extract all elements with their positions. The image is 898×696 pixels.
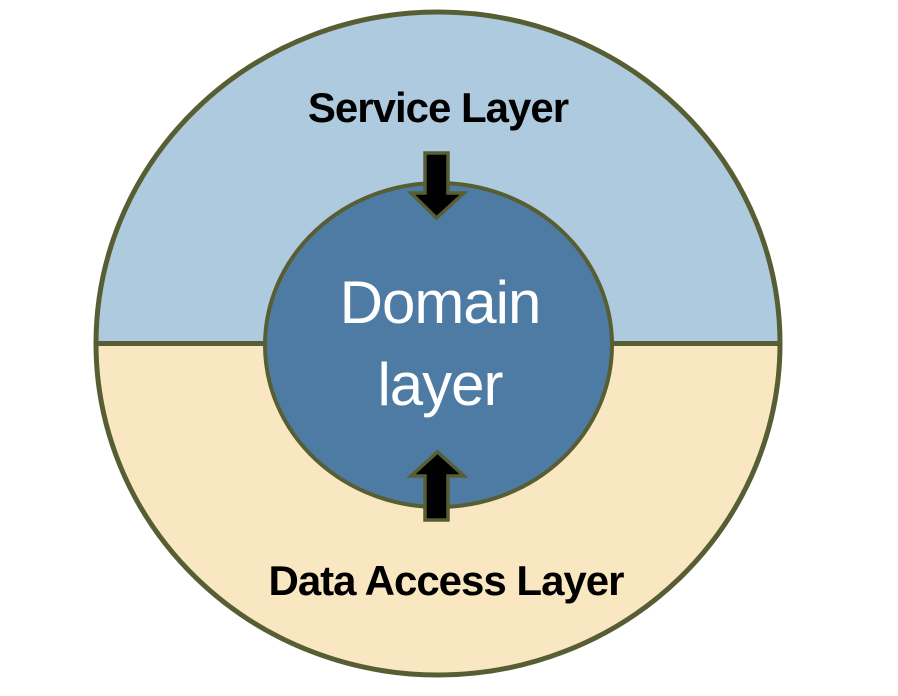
domain-layer-label-line2: layer — [377, 351, 502, 418]
arrow-up-icon — [406, 449, 469, 522]
domain-layer-label-line1: Domain — [340, 269, 541, 336]
arrow-down-icon — [406, 151, 469, 221]
data-access-layer-label: Data Access Layer — [268, 557, 624, 604]
service-layer-label: Service Layer — [308, 84, 569, 131]
